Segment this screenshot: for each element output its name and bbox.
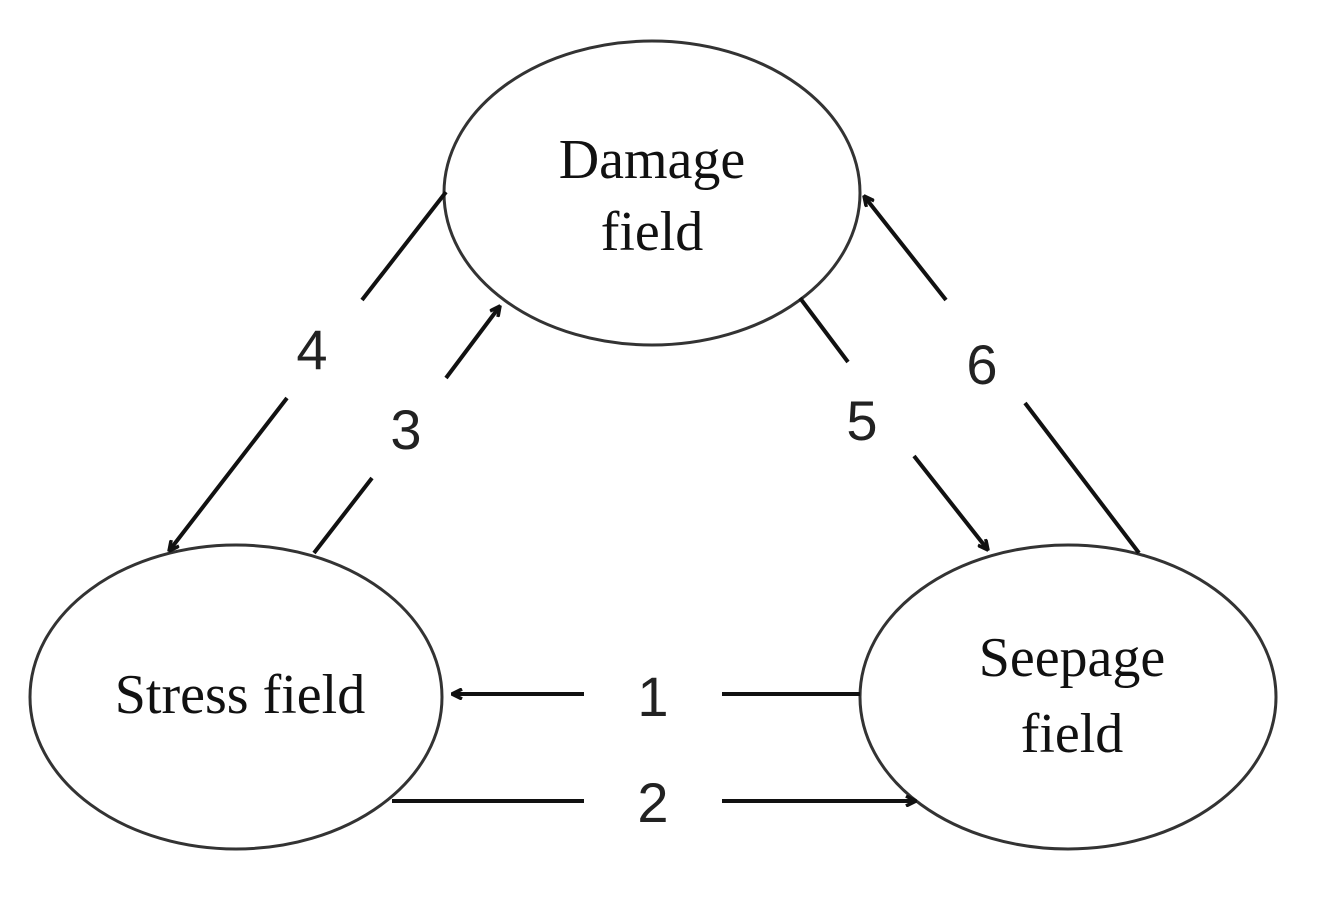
- edge-4-label: 4: [296, 318, 327, 381]
- edge-5-line-a: [798, 296, 850, 364]
- edge-3-line-b: [444, 306, 500, 380]
- edge-1: 1: [452, 665, 860, 728]
- edge-4-line-b: [169, 396, 289, 551]
- edge-3: 3: [312, 306, 500, 555]
- seepage-field-label-line1: Seepage: [979, 627, 1166, 689]
- edge-5-label: 5: [846, 389, 877, 452]
- damage-field-label-line1: Damage: [559, 129, 746, 191]
- damage-field-ellipse: [442, 39, 862, 347]
- stress-field-ellipse: [28, 543, 444, 851]
- seepage-field-ellipse: [858, 543, 1278, 851]
- damage-field-node: Damage field: [442, 39, 862, 347]
- edge-4-line-a: [360, 190, 448, 302]
- edge-6-line-a: [1023, 401, 1141, 555]
- stress-field-label: Stress field: [115, 664, 365, 726]
- edge-2-label: 2: [637, 771, 668, 834]
- edge-6: 6: [864, 196, 1141, 555]
- edge-4: 4: [169, 190, 448, 551]
- seepage-field-label-line2: field: [1021, 703, 1124, 765]
- edge-3-label: 3: [390, 398, 421, 461]
- edge-6-label: 6: [966, 333, 997, 396]
- damage-field-label-line2: field: [601, 201, 704, 263]
- seepage-field-node: Seepage field: [858, 543, 1278, 851]
- edge-5: 5: [798, 296, 988, 550]
- edge-5-line-b: [912, 454, 988, 550]
- edge-3-line-a: [312, 476, 374, 555]
- edge-1-label: 1: [637, 665, 668, 728]
- edge-6-line-b: [864, 196, 948, 302]
- edge-2: 2: [392, 771, 916, 834]
- stress-field-node: Stress field: [28, 543, 444, 851]
